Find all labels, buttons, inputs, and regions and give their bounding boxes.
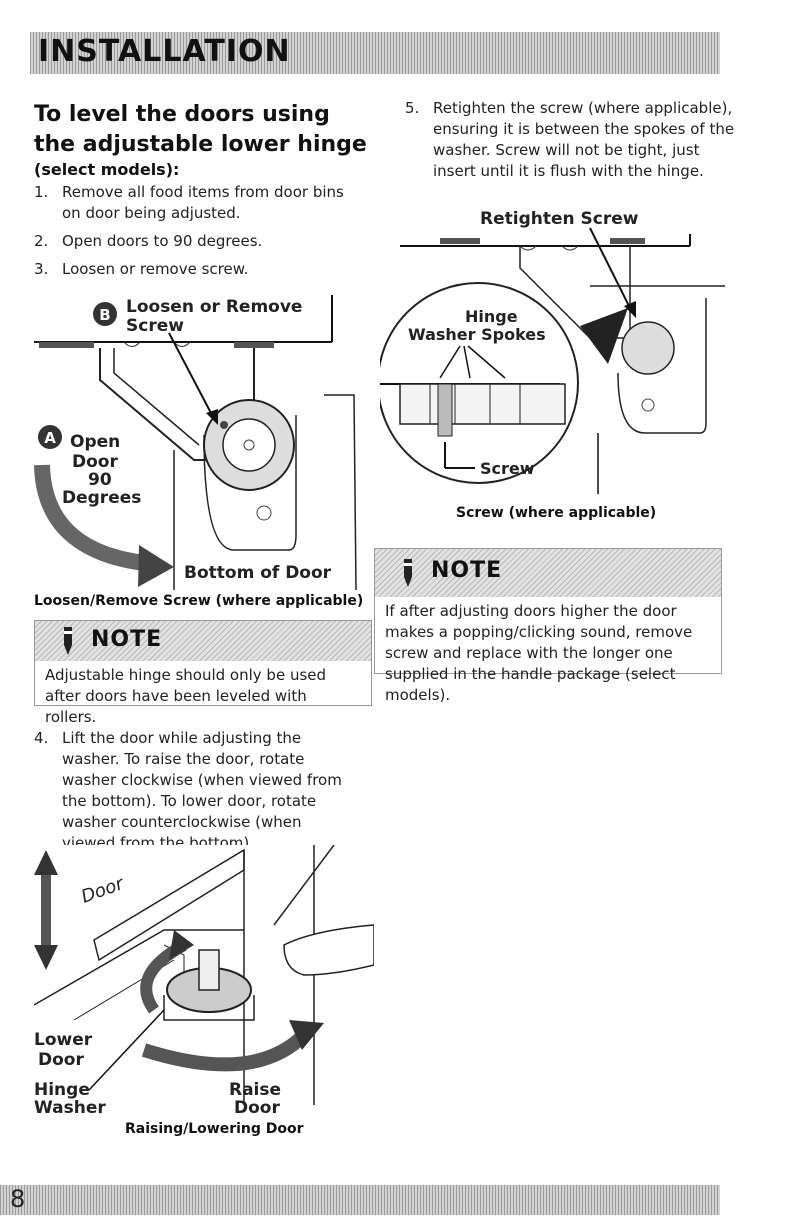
note-header: NOTE (35, 621, 371, 661)
label-bottom-of-door: Bottom of Door (184, 563, 332, 583)
steps-list-left: 1. Remove all food items from door bins o… (34, 182, 364, 287)
label-screw: Screw (126, 316, 184, 336)
step-number: 3. (34, 260, 49, 278)
step-number: 1. (34, 183, 49, 201)
step-item: 5. Retighten the screw (where applicable)… (405, 98, 735, 182)
step-item: 1. Remove all food items from door bins o… (34, 182, 364, 224)
badge-a: A (44, 429, 56, 447)
section-title: To level the doors using the adjustable … (34, 102, 367, 157)
figure1-caption: Loosen/Remove Screw (where applicable) (34, 593, 364, 609)
label-washer-spokes: Washer Spokes (408, 325, 546, 344)
label-hinge: Hinge (34, 1080, 90, 1100)
page-number: 8 (10, 1185, 26, 1213)
step-item: 4. Lift the door while adjusting the wash… (34, 728, 359, 854)
steps-list-4: 4. Lift the door while adjusting the wash… (34, 728, 359, 861)
label-90: 90 (88, 470, 112, 490)
step-number: 2. (34, 232, 49, 250)
section-subtitle: (select models): (34, 160, 180, 179)
step-number: 5. (405, 99, 420, 117)
figure-loosen-screw: B Loosen or Remove Screw A Open Door 90 … (34, 285, 364, 590)
figure3-caption: Raising/Lowering Door (125, 1121, 304, 1137)
step-text: Remove all food items from door bins on … (62, 183, 344, 222)
step-text: Open doors to 90 degrees. (62, 232, 263, 250)
label-lower-door: Door (38, 1050, 84, 1070)
label-open: Open (70, 432, 120, 452)
label-loosen-or-remove: Loosen or Remove (126, 297, 302, 317)
note-label: NOTE (431, 558, 503, 583)
label-raise: Raise (229, 1080, 281, 1100)
label-door: Door (72, 452, 118, 472)
label-screw-magnified: Screw (480, 459, 535, 478)
section-banner: INSTALLATION (30, 32, 720, 74)
figure-retighten-screw: Retighten Screw Hinge Washer Spokes Scre… (380, 198, 725, 503)
note-text: If after adjusting doors higher the door… (385, 602, 693, 704)
label-raise-door: Door (234, 1098, 280, 1115)
label-hinge-magnified: Hinge (465, 307, 518, 326)
step-text: Loosen or remove screw. (62, 260, 249, 278)
note-header: NOTE (375, 549, 721, 597)
step-text: Retighten the screw (where applicable), … (433, 99, 735, 180)
label-degrees: Degrees (62, 488, 141, 508)
badge-b: B (99, 306, 110, 324)
label-lower: Lower (34, 1030, 93, 1050)
step-item: 2. Open doors to 90 degrees. (34, 231, 364, 252)
label-retighten-screw: Retighten Screw (480, 209, 639, 229)
figure-raising-lowering: Door Lower Door Hinge Washer Raise Door (34, 845, 374, 1115)
step-number: 4. (34, 729, 49, 747)
pencil-note-icon (64, 627, 72, 655)
pencil-note-icon (404, 559, 412, 587)
banner-title: INSTALLATION (38, 34, 291, 69)
label-washer: Washer (34, 1098, 106, 1115)
steps-list-5: 5. Retighten the screw (where applicable)… (405, 98, 735, 189)
note-text: Adjustable hinge should only be used aft… (45, 666, 327, 726)
note-box: NOTE Adjustable hinge should only be use… (34, 620, 372, 726)
footer-bar: 8 (0, 1185, 720, 1215)
step-item: 3. Loosen or remove screw. (34, 259, 364, 280)
step-text: Lift the door while adjusting the washer… (62, 729, 342, 852)
note-box-2: NOTE If after adjusting doors higher the… (374, 548, 722, 704)
figure2-caption: Screw (where applicable) (456, 505, 657, 521)
note-label: NOTE (91, 627, 163, 652)
